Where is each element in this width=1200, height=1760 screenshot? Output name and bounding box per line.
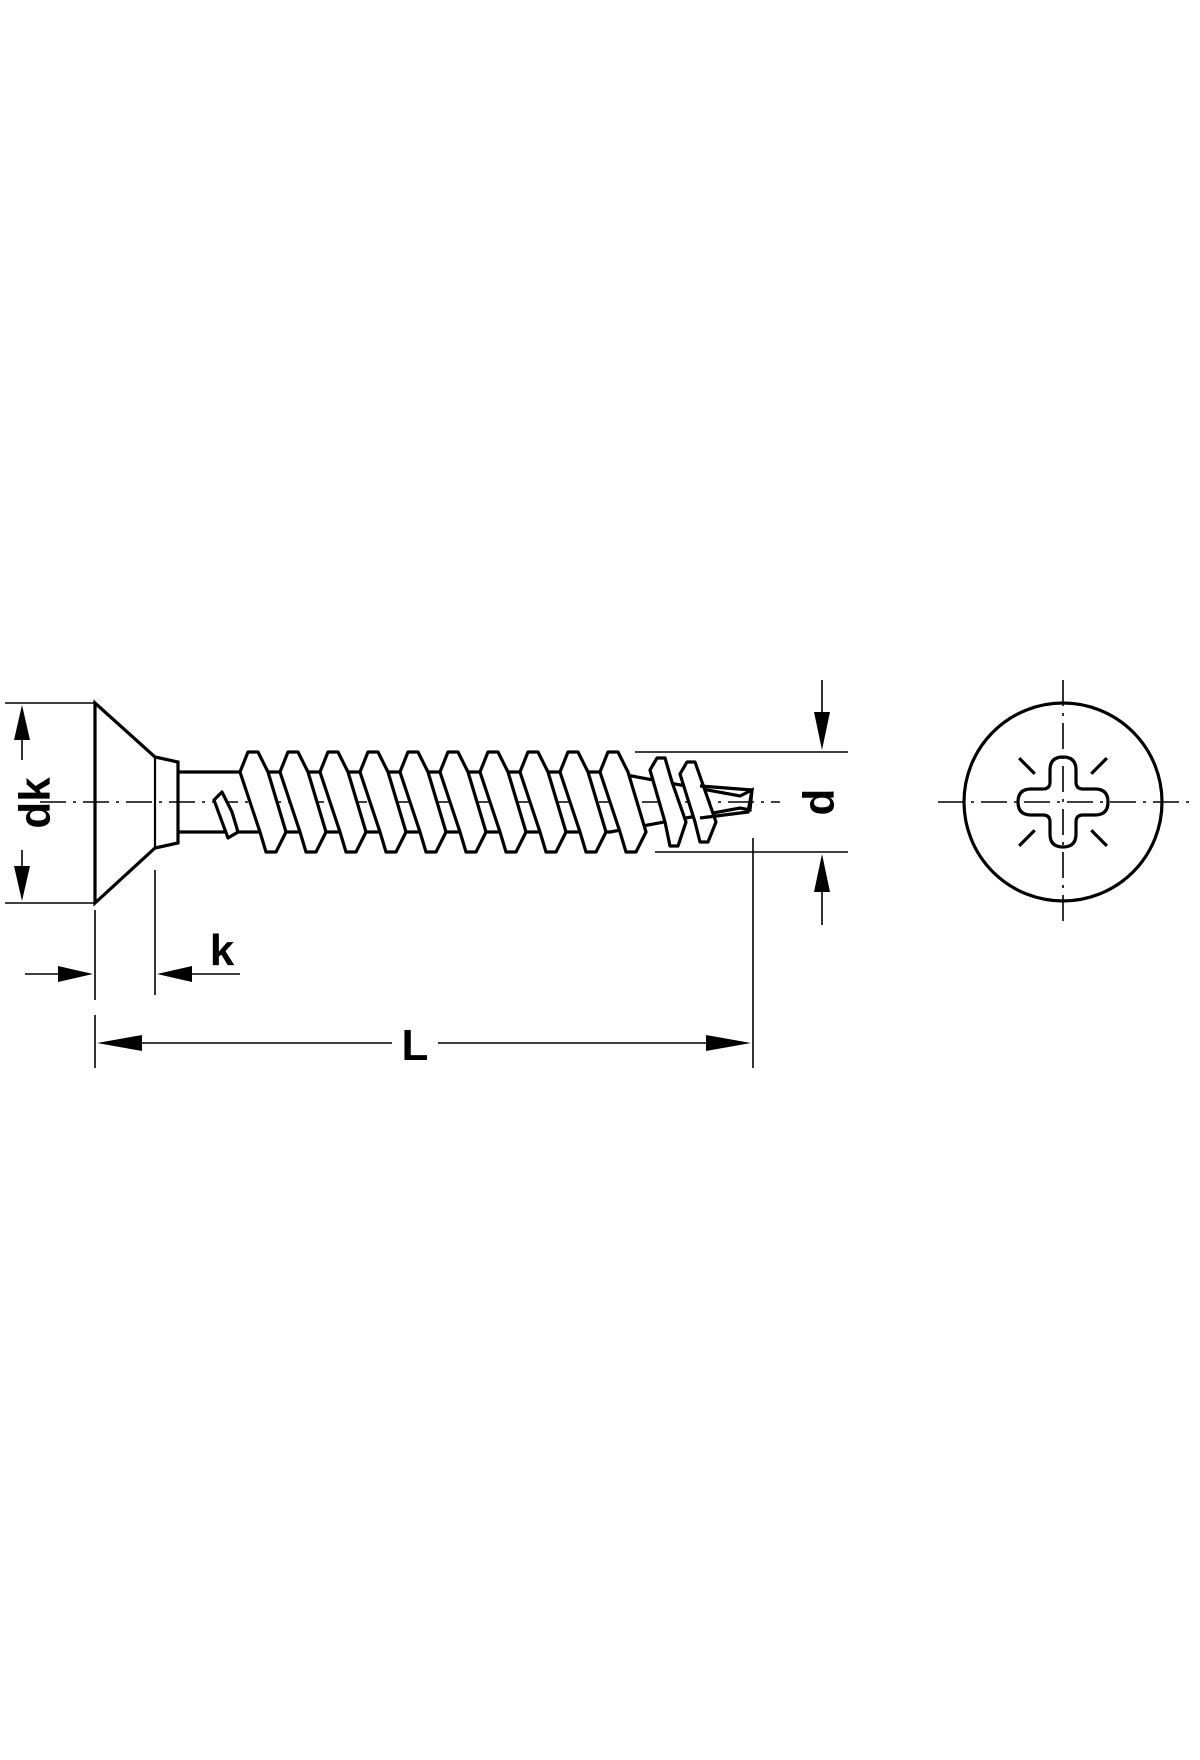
screw-tip	[699, 784, 754, 820]
d-arrow-bottom	[814, 854, 830, 892]
head-outer-circle	[962, 701, 1164, 903]
thread-crest	[238, 750, 288, 854]
L-arrow-right	[706, 1035, 751, 1051]
thread-crest-tip	[678, 760, 718, 844]
screw-head	[93, 699, 180, 907]
dk-arrow-top	[14, 705, 30, 740]
k-arrow-right	[157, 966, 192, 982]
thread-crest	[398, 750, 448, 854]
thread-crest	[438, 750, 488, 854]
dimension-d: d	[635, 680, 848, 925]
pozidriv-tick	[1018, 757, 1036, 775]
thread-crest	[278, 750, 328, 854]
thread-crest	[598, 750, 648, 854]
thread-crest-tip	[648, 756, 688, 848]
dimension-k: k	[25, 870, 240, 1000]
dimension-dk: dk	[5, 702, 95, 904]
pozidriv-cross-recess	[1016, 755, 1110, 849]
thread-crest	[558, 750, 608, 854]
k-arrow-left	[58, 966, 93, 982]
pozidriv-head-view	[938, 680, 1190, 928]
thread-crest	[518, 750, 568, 854]
thread-crest	[318, 750, 368, 854]
thread-crest	[358, 750, 408, 854]
thread-crest	[478, 750, 528, 854]
d-arrow-top	[814, 712, 830, 750]
pozidriv-tick-marks	[1018, 757, 1108, 847]
pozidriv-tick	[1090, 829, 1108, 847]
pozidriv-tick	[1018, 829, 1036, 847]
L-arrow-left	[97, 1035, 142, 1051]
pozidriv-tick	[1090, 757, 1108, 775]
thread-start	[212, 790, 240, 840]
dk-arrow-bottom	[14, 866, 30, 901]
dimension-label-dk: dk	[11, 777, 60, 829]
dimension-label-L: L	[402, 1021, 429, 1070]
dimension-label-k: k	[210, 926, 235, 975]
dimension-L: L	[94, 838, 754, 1070]
screw-threads	[212, 750, 718, 854]
dimension-label-d: d	[795, 789, 844, 816]
screw-side-view	[40, 699, 780, 907]
